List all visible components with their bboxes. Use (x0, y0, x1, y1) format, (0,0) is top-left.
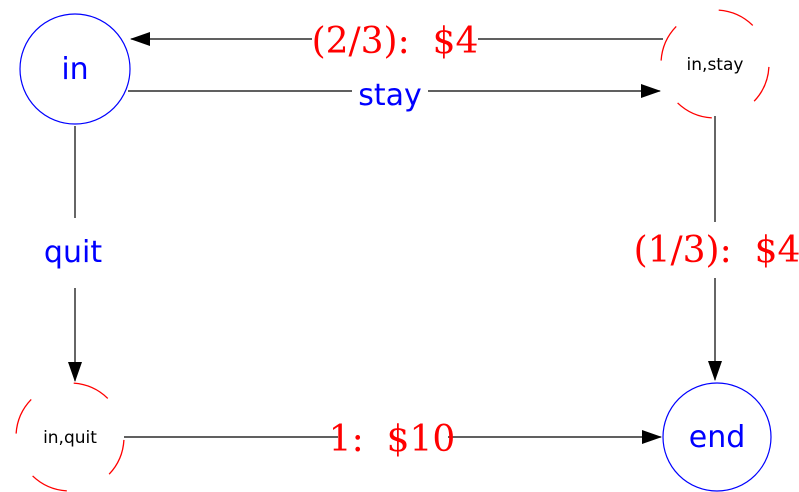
edge-in-quit-to-end: 1: $10 (124, 419, 662, 460)
node-end-outline (662, 382, 772, 492)
edge-in-stay-to-in: (2/3): $4 (130, 21, 663, 62)
edge-label-quit: quit (44, 235, 102, 270)
edge-label-two-thirds-reward: (2/3): $4 (312, 21, 479, 62)
edge-in-to-in-stay: stay (128, 78, 661, 113)
node-in-outline (19, 13, 131, 125)
node-in-quit-label: in,quit (43, 428, 97, 448)
node-in-stay-label: in,stay (687, 55, 744, 75)
edge-label-one-third-reward: (1/3): $4 (634, 230, 799, 271)
edge-in-to-in-quit: quit (44, 126, 102, 382)
edge-label-quit-reward: 1: $10 (329, 419, 456, 460)
node-in-label: in (61, 52, 88, 87)
edge-in-stay-to-end: (1/3): $4 (634, 116, 799, 381)
node-in[interactable]: in (19, 13, 131, 125)
node-end[interactable]: end (662, 382, 772, 492)
node-end-label: end (689, 420, 746, 455)
node-in-stay[interactable]: in,stay (660, 9, 770, 119)
node-in-quit[interactable]: in,quit (15, 382, 125, 492)
edge-label-stay: stay (358, 78, 422, 113)
